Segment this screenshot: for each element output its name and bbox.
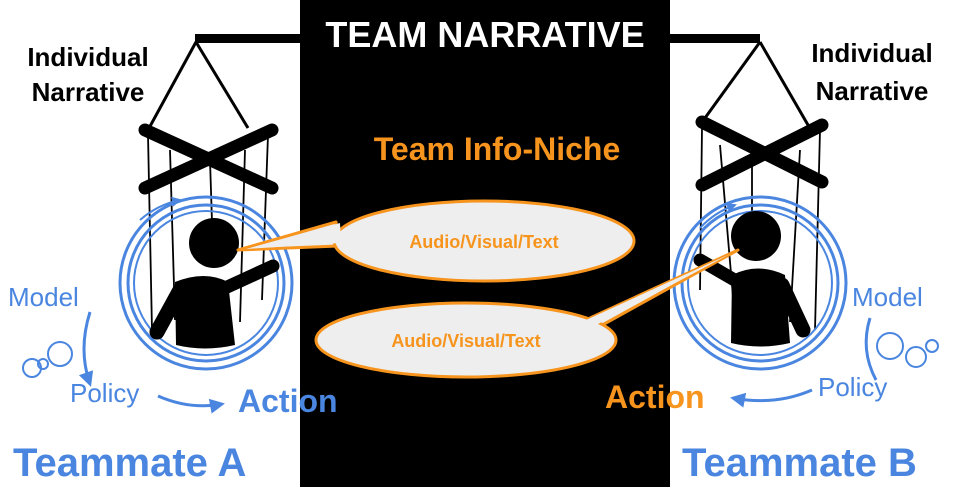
model-label-b: Model — [852, 282, 923, 312]
puppet-figure-a — [149, 218, 280, 349]
individual-narrative-a-line1: Individual — [27, 42, 148, 72]
individual-narrative-a-line2: Narrative — [32, 77, 145, 107]
speech-bubble-a: Audio/Visual/Text — [236, 199, 636, 283]
model-label-a: Model — [8, 282, 79, 312]
puppet-control-b — [695, 41, 829, 331]
teammate-b: Individual Narrative — [605, 38, 939, 485]
speech-bubble-b: Audio/Visual/Text — [314, 248, 740, 379]
cycle-icon-b — [876, 332, 939, 368]
model-policy-arc-a — [78, 311, 94, 387]
bubble-b-text: Audio/Visual/Text — [391, 331, 540, 351]
individual-narrative-b-line2: Narrative — [816, 76, 929, 106]
policy-label-b: Policy — [818, 372, 887, 402]
model-policy-arc-b — [864, 317, 878, 381]
team-info-niche-label: Team Info-Niche — [374, 131, 621, 167]
bubble-a-text: Audio/Visual/Text — [409, 232, 558, 252]
feedback-loop-a — [118, 195, 294, 371]
feedback-loop-b — [672, 195, 848, 371]
team-narrative-title: TEAM NARRATIVE — [325, 14, 644, 55]
policy-label-a: Policy — [70, 378, 139, 408]
action-label-b: Action — [605, 379, 705, 415]
action-label-a: Action — [238, 383, 338, 419]
narrative-bar — [195, 34, 760, 43]
policy-action-arrow-b — [730, 388, 813, 408]
policy-action-arrow-a — [157, 394, 225, 414]
puppet-figure-b — [693, 211, 811, 347]
teammate-b-name: Teammate B — [682, 441, 917, 485]
individual-narrative-b-line1: Individual — [811, 38, 932, 68]
teammate-a: Individual Narrative — [8, 41, 338, 485]
teammate-a-name: Teammate A — [13, 441, 246, 485]
cycle-icon-a — [22, 341, 73, 378]
